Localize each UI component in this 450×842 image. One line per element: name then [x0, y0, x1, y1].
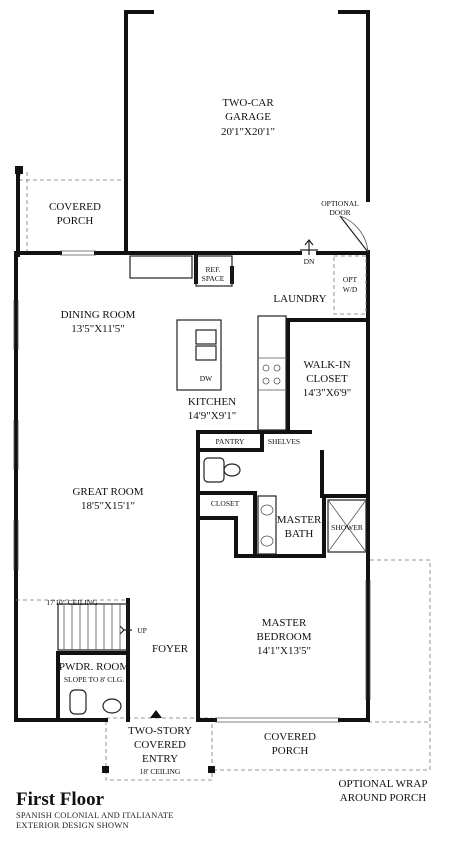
covered-porch-bottom-label-1: COVERED	[264, 731, 316, 743]
great-room-label: GREAT ROOM	[72, 486, 143, 498]
optional-door-swing	[300, 215, 369, 253]
stairs	[16, 599, 132, 651]
master-bedroom-label-1: MASTER	[262, 617, 307, 629]
ceiling-17-label: 17'10" CEILING	[46, 598, 98, 607]
ref-space-label-2: SPACE	[202, 274, 225, 283]
dining-room-dims: 13'5"X11'5"	[71, 323, 124, 335]
dn-label: DN	[304, 257, 315, 266]
great-room-dims: 18'5"X15'1"	[81, 500, 135, 512]
kitchen-dims: 14'9"X9'1"	[188, 410, 236, 422]
shower-label: SHOWER	[331, 523, 363, 532]
garage-label-2: GARAGE	[225, 111, 271, 123]
dw-label: DW	[200, 374, 213, 383]
entry-label-2: COVERED	[134, 739, 186, 751]
title-block: First Floor SPANISH COLONIAL AND ITALIAN…	[16, 789, 174, 831]
entry-label-3: ENTRY	[142, 753, 178, 765]
master-bath-label-2: BATH	[285, 528, 314, 540]
wrap-porch-label-2: AROUND PORCH	[340, 792, 427, 804]
opt-wd-label-1: OPT	[343, 275, 358, 284]
wrap-porch-label-1: OPTIONAL WRAP	[339, 778, 428, 790]
bath-fixtures	[69, 457, 367, 715]
master-bedroom-dims: 14'1"X13'5"	[257, 645, 311, 657]
optional-door-label-1: OPTIONAL	[321, 199, 359, 208]
exterior-subtitle-1: SPANISH COLONIAL AND ITALIANATE	[16, 810, 174, 820]
walk-in-closet-label-1: WALK-IN	[303, 359, 350, 371]
walk-in-closet-dims: 14'3"X6'9"	[303, 387, 351, 399]
powder-room-label: PWDR. ROOM	[59, 661, 130, 673]
kitchen-fixtures	[176, 315, 287, 431]
exterior-subtitle-2: EXTERIOR DESIGN SHOWN	[16, 820, 129, 830]
floor-title: First Floor	[16, 789, 105, 810]
dn-arrow	[304, 239, 314, 255]
ref-space-label-1: REF.	[205, 265, 220, 274]
master-bedroom-label-2: BEDROOM	[256, 631, 311, 643]
covered-porch-top-label-1: COVERED	[49, 201, 101, 213]
entry-marker	[150, 710, 162, 718]
entry-ceiling-label: 18' CEILING	[140, 767, 181, 776]
laundry-label: LAUNDRY	[273, 293, 326, 305]
powder-room-note: SLOPE TO 8' CLG.	[64, 675, 124, 684]
master-bath-label-1: MASTER	[277, 514, 322, 526]
up-label: UP	[137, 626, 147, 635]
laundry-fixtures	[129, 255, 367, 315]
foyer-label: FOYER	[152, 643, 189, 655]
pantry-label: PANTRY	[216, 437, 245, 446]
room-labels: TWO-CAR GARAGE 20'1"X20'1" OPTIONAL DOOR…	[46, 97, 427, 804]
windows	[13, 250, 371, 723]
opt-wd-label-2: W/D	[343, 285, 358, 294]
walk-in-closet-label-2: CLOSET	[306, 373, 348, 385]
kitchen-label: KITCHEN	[188, 396, 236, 408]
shelves-label: SHELVES	[268, 437, 300, 446]
closet-label: CLOSET	[211, 499, 240, 508]
covered-porch-top-label-2: PORCH	[57, 215, 94, 227]
garage-label-1: TWO-CAR	[222, 97, 274, 109]
dining-room-label: DINING ROOM	[61, 309, 136, 321]
covered-porch-bottom-label-2: PORCH	[272, 745, 309, 757]
optional-door-label-2: DOOR	[329, 208, 350, 217]
garage-dims: 20'1"X20'1"	[221, 126, 275, 138]
entry-label-1: TWO-STORY	[128, 725, 192, 737]
